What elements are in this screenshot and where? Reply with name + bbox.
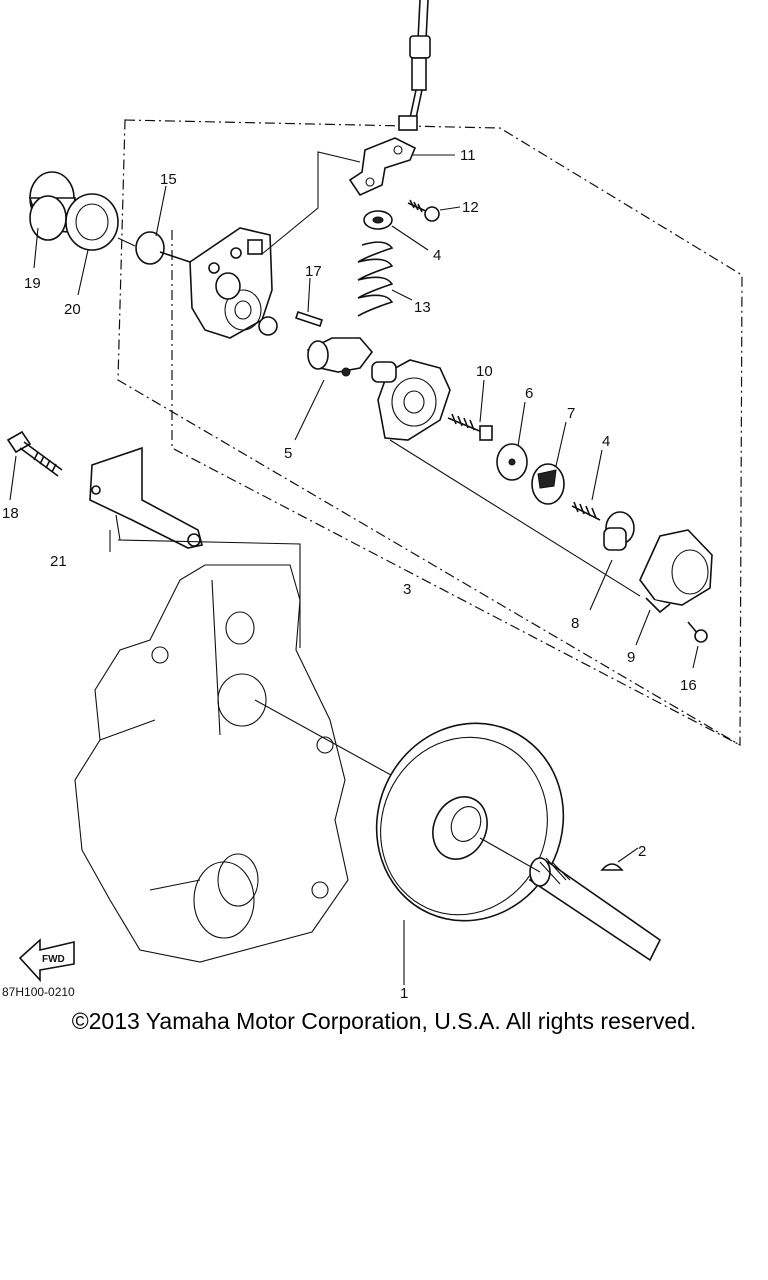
- assembly-boundary-lower: [171, 230, 741, 746]
- bolt-10: [447, 379, 493, 441]
- label-part-17: 17: [305, 263, 322, 280]
- end-cap-9: [635, 529, 713, 646]
- pulley-disc-1: [375, 722, 565, 985]
- cap-19: [28, 171, 76, 269]
- label-part-12: 12: [462, 199, 479, 216]
- shaft: [479, 837, 662, 962]
- governor-cover-plate: [371, 359, 641, 597]
- fwd-label: FWD: [42, 954, 65, 965]
- label-part-4-upper: 4: [433, 247, 441, 264]
- key-2: [600, 847, 639, 871]
- screw-16: [687, 621, 708, 669]
- label-part-8: 8: [571, 615, 579, 632]
- washer-6: [496, 401, 528, 481]
- label-part-19: 19: [24, 275, 41, 292]
- plunger-8: [589, 511, 635, 611]
- label-part-20: 20: [64, 301, 81, 318]
- governor-housing: [189, 151, 361, 339]
- fwd-arrow-icon: FWD: [18, 938, 75, 983]
- label-part-1: 1: [400, 985, 408, 1000]
- label-part-6: 6: [525, 385, 533, 402]
- lever-bracket-11: [348, 137, 455, 197]
- parts-exploded-diagram: FWD 1 2 3 4 4 5 6 7 8 9 10 11 12 13 15 1…: [2, 0, 743, 1000]
- screw-12: [407, 199, 461, 222]
- label-part-21: 21: [50, 553, 67, 570]
- pin-17: [294, 277, 324, 328]
- label-part-4-lower: 4: [602, 433, 610, 450]
- governor-shaft-5: [294, 337, 374, 441]
- label-part-11: 11: [460, 147, 476, 164]
- label-part-7: 7: [567, 405, 575, 422]
- spring-13: [357, 241, 413, 317]
- collar-4-upper: [363, 210, 429, 251]
- label-part-9: 9: [627, 649, 635, 666]
- label-part-2: 2: [638, 843, 646, 860]
- label-part-18: 18: [2, 505, 19, 522]
- copyright-notice: ©2013 Yamaha Motor Corporation, U.S.A. A…: [71, 1008, 697, 1034]
- label-part-3: 3: [403, 581, 411, 598]
- label-part-15: 15: [160, 171, 177, 188]
- label-part-16: 16: [680, 677, 697, 694]
- diagram-code: 87H100-0210: [2, 985, 75, 999]
- engine-case: [74, 564, 401, 963]
- label-part-13: 13: [414, 299, 431, 316]
- weight-7: [531, 421, 567, 505]
- plug-15: [135, 185, 191, 265]
- bracket-21: [89, 446, 301, 648]
- throttle-cable: [398, 0, 431, 131]
- label-part-5: 5: [284, 445, 292, 462]
- bolt-18: [6, 430, 63, 501]
- spring-4-lower: [571, 449, 603, 521]
- cap-20: [65, 193, 136, 296]
- label-part-10: 10: [476, 363, 493, 380]
